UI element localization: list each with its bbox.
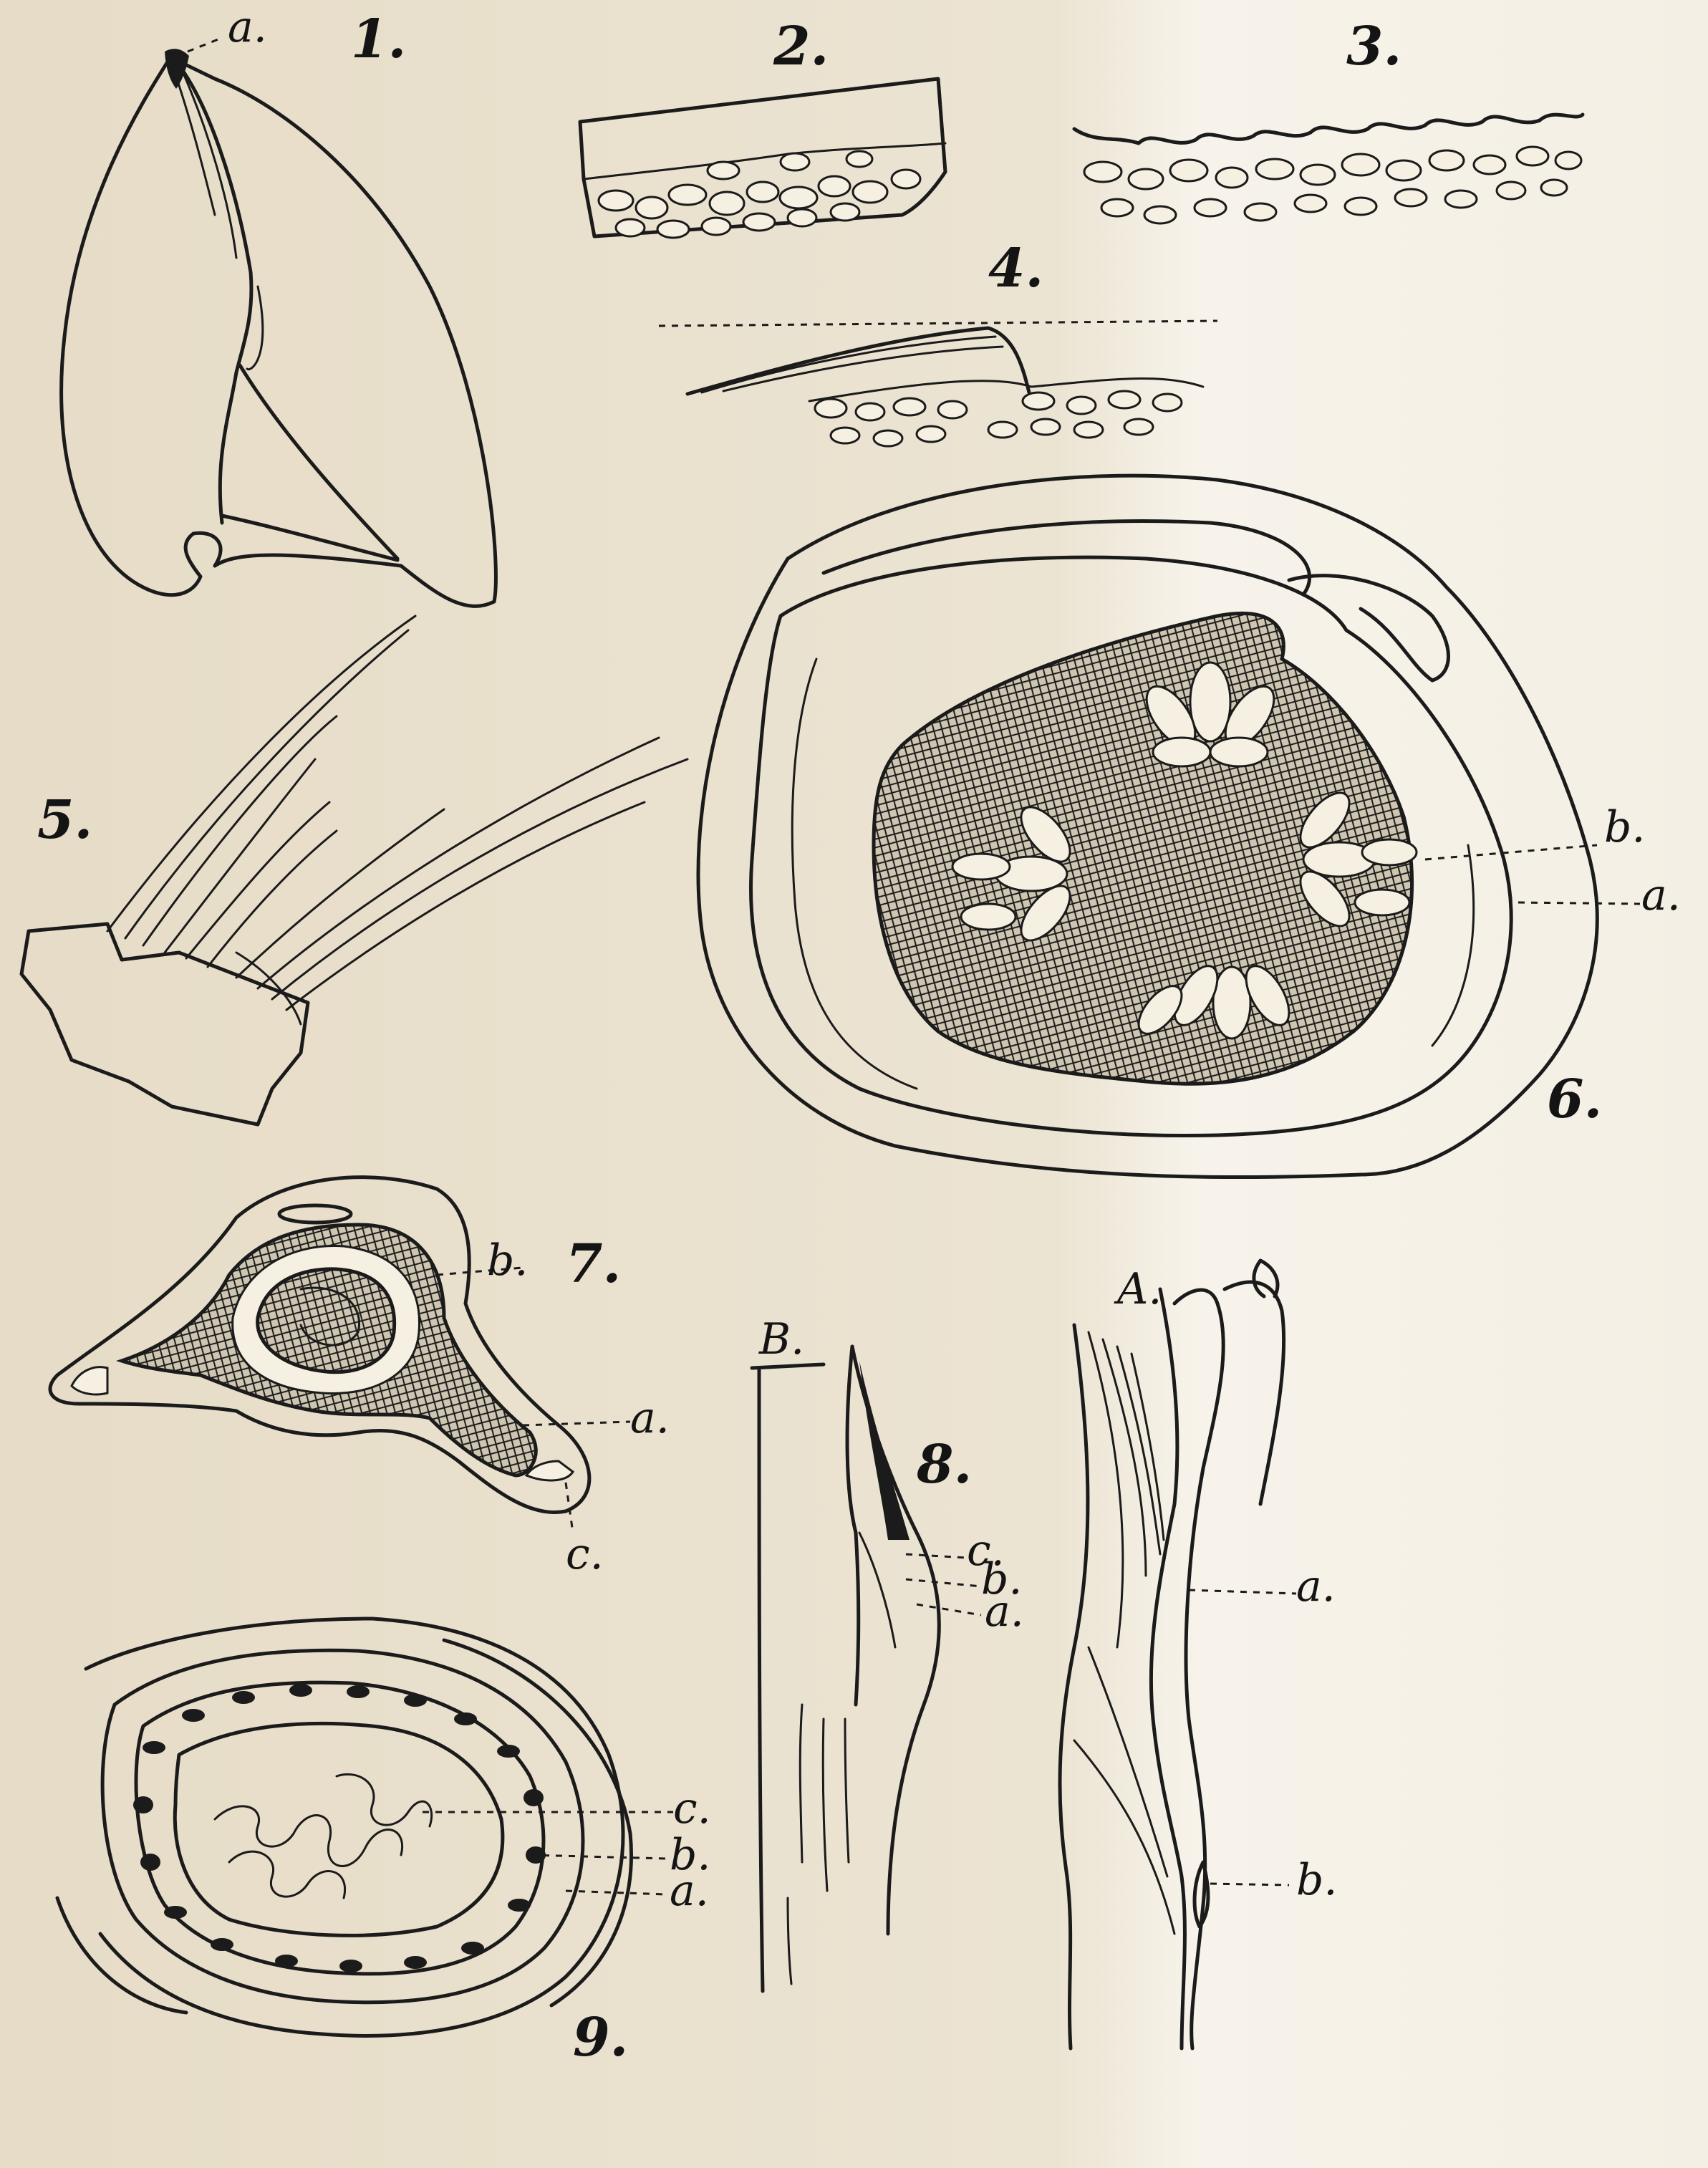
figure-8-label-a-right: a. bbox=[1296, 1561, 1336, 1611]
figure-8-view-a: A. bbox=[1114, 1264, 1162, 1314]
figure-1-label-a: a. bbox=[228, 2, 267, 52]
figure-7-label-a: a. bbox=[630, 1393, 670, 1443]
figure-6-label-a: a. bbox=[1641, 870, 1681, 920]
figure-7-label-b: b. bbox=[487, 1235, 528, 1286]
figure-9-label-c: c. bbox=[673, 1783, 711, 1834]
figure-4-number: 4. bbox=[988, 238, 1043, 299]
figure-5-number: 5. bbox=[37, 789, 92, 851]
figure-8-label-b-right: b. bbox=[1296, 1855, 1337, 1905]
figure-2-number: 2. bbox=[773, 16, 829, 77]
figure-9-label-a: a. bbox=[670, 1866, 709, 1916]
figure-7-number: 7. bbox=[566, 1233, 621, 1295]
figure-6-number: 6. bbox=[1547, 1069, 1602, 1130]
figure-8-label-a: a. bbox=[985, 1586, 1024, 1637]
figure-8-number: 8. bbox=[916, 1434, 972, 1495]
figure-3-number: 3. bbox=[1346, 16, 1401, 77]
figure-9-number: 9. bbox=[573, 2007, 628, 2068]
figure-7-label-c: c. bbox=[566, 1529, 604, 1579]
figure-6-label-b: b. bbox=[1604, 802, 1645, 852]
figure-1-number: 1. bbox=[351, 9, 406, 70]
figure-8-view-b: B. bbox=[758, 1314, 804, 1364]
